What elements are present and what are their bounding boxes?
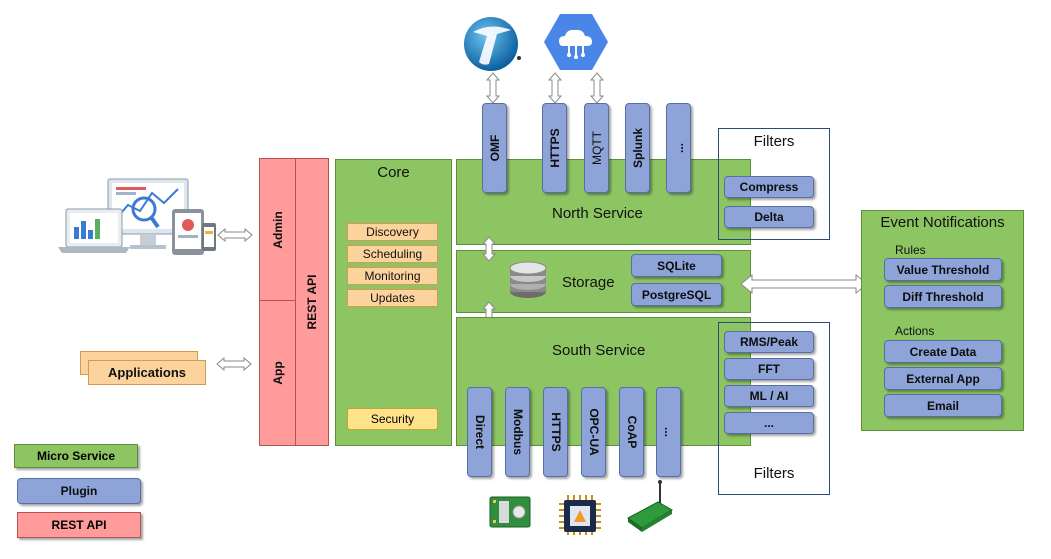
events-title: Event Notifications bbox=[880, 214, 1005, 231]
rule-value-threshold: Value Threshold bbox=[884, 258, 1002, 281]
rest-api-label: REST API bbox=[305, 274, 319, 330]
south-filter-rms-peak: RMS/Peak bbox=[724, 331, 814, 353]
action-external-app: External App bbox=[884, 367, 1002, 390]
devices-admin-arrow-icon bbox=[217, 228, 253, 242]
legend-plugin-label: Plugin bbox=[60, 484, 98, 498]
south-filters-title: Filters bbox=[753, 465, 795, 482]
north-filters-panel: Filters bbox=[718, 128, 830, 240]
legend-micro-service-label: Micro Service bbox=[36, 449, 116, 463]
storage-plugin-postgresql: PostgreSQL bbox=[631, 283, 722, 306]
south-filters-panel: Filters bbox=[718, 322, 830, 495]
applications-box: Applications bbox=[88, 360, 206, 385]
south-plugin-direct: Direct bbox=[467, 387, 492, 477]
action-create-data: Create Data bbox=[884, 340, 1002, 363]
sensor-board-icon bbox=[489, 496, 531, 528]
core-security: Security bbox=[347, 408, 438, 430]
events-actions-label: Actions bbox=[895, 324, 935, 338]
south-plugin-more: ... bbox=[656, 387, 681, 477]
core-item-discovery: Discovery bbox=[347, 223, 438, 241]
south-plugin-coap: CoAP bbox=[619, 387, 644, 477]
core-item-updates: Updates bbox=[347, 289, 438, 307]
core-title: Core bbox=[377, 164, 410, 181]
north-plugin-splunk: Splunk bbox=[625, 103, 650, 193]
north-plugin-https: HTTPS bbox=[542, 103, 567, 193]
rest-app-label: App bbox=[270, 361, 285, 385]
pi-server-logo-icon bbox=[464, 17, 521, 71]
south-filter-fft: FFT bbox=[724, 358, 814, 380]
legend-micro-service: Micro Service bbox=[14, 444, 138, 468]
core-item-scheduling: Scheduling bbox=[347, 245, 438, 263]
core-item-monitoring: Monitoring bbox=[347, 267, 438, 285]
south-title: South Service bbox=[552, 342, 646, 359]
applications-label: Applications bbox=[107, 365, 186, 380]
microcontroller-chip-icon bbox=[559, 495, 601, 535]
rest-admin-section: Admin bbox=[259, 158, 296, 301]
omf-cloud-arrow-icon bbox=[486, 72, 500, 104]
north-filters-title: Filters bbox=[753, 133, 795, 150]
north-plugin-more: ... bbox=[666, 103, 691, 193]
https-cloud-arrow-icon bbox=[548, 72, 562, 104]
storage-plugin-sqlite: SQLite bbox=[631, 254, 722, 277]
cloud-iot-logo-icon bbox=[544, 14, 608, 70]
storage-events-arrow-icon bbox=[740, 274, 868, 294]
north-filter-compress: Compress bbox=[724, 176, 814, 198]
devices-illustration-icon bbox=[58, 178, 216, 255]
rest-api-section: REST API bbox=[295, 158, 329, 446]
action-email: Email bbox=[884, 394, 1002, 417]
database-icon bbox=[509, 261, 547, 298]
south-filter-more: ... bbox=[724, 412, 814, 434]
south-plugin-opc-ua: OPC-UA bbox=[581, 387, 606, 477]
events-rules-label: Rules bbox=[895, 243, 926, 257]
south-plugin-modbus: Modbus bbox=[505, 387, 530, 477]
rest-app-section: App bbox=[259, 300, 296, 446]
mqtt-cloud-arrow-icon bbox=[590, 72, 604, 104]
rest-admin-label: Admin bbox=[270, 210, 285, 249]
north-filter-delta: Delta bbox=[724, 206, 814, 228]
storage-title: Storage bbox=[562, 274, 615, 291]
south-filter-ml-ai: ML / AI bbox=[724, 385, 814, 407]
north-title: North Service bbox=[552, 205, 643, 222]
legend-rest-api-label: REST API bbox=[51, 518, 107, 532]
wireless-sensor-icon bbox=[627, 480, 673, 532]
north-storage-arrow-icon bbox=[482, 236, 496, 262]
legend-plugin: Plugin bbox=[17, 478, 141, 504]
south-plugin-https: HTTPS bbox=[543, 387, 568, 477]
north-plugin-mqtt: MQTT bbox=[584, 103, 609, 193]
rule-diff-threshold: Diff Threshold bbox=[884, 285, 1002, 308]
north-plugin-omf: OMF bbox=[482, 103, 507, 193]
applications-app-arrow-icon bbox=[216, 357, 252, 371]
legend-rest-api: REST API bbox=[17, 512, 141, 538]
